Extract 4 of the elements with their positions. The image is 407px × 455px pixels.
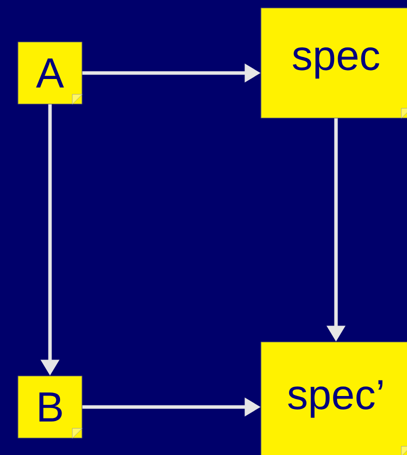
note-box: spec’ bbox=[260, 342, 407, 455]
note-box: spec bbox=[260, 8, 407, 118]
note-box: A bbox=[18, 42, 82, 104]
note-box: B bbox=[18, 376, 82, 438]
